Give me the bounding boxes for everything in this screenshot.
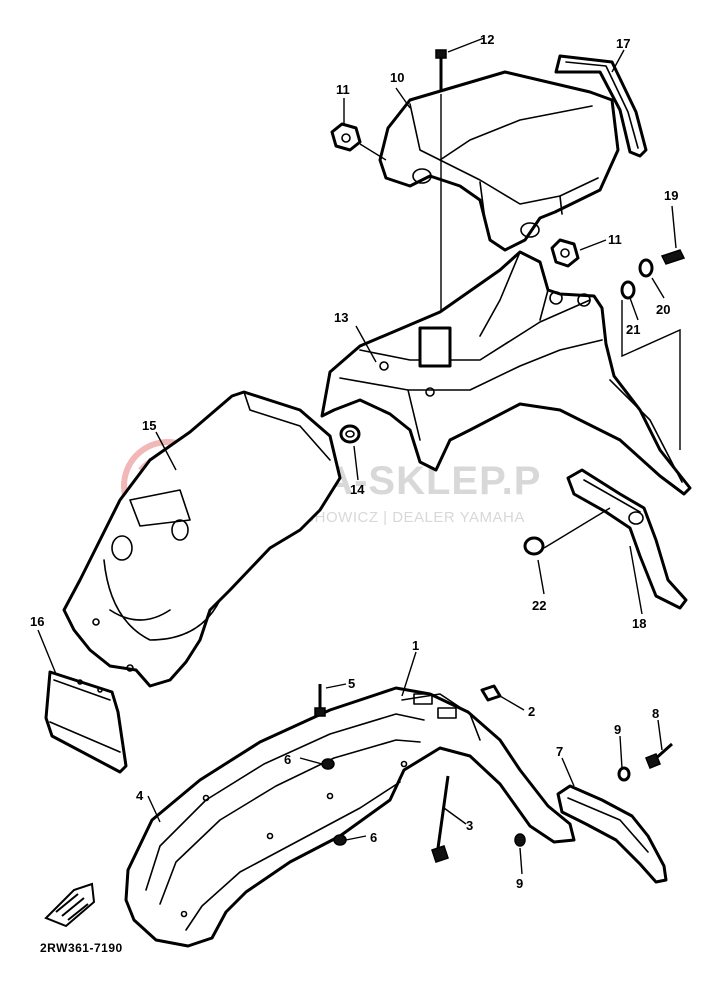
part-mud-flap xyxy=(44,670,128,774)
bolt-12 xyxy=(435,49,447,330)
callout-20: 20 xyxy=(656,302,670,317)
callout-15: 15 xyxy=(142,418,156,433)
part-rear-flap xyxy=(566,468,688,610)
washer-21 xyxy=(620,280,636,300)
callout-17: 17 xyxy=(616,36,630,51)
bolt-19 xyxy=(660,249,686,265)
callout-19: 19 xyxy=(664,188,678,203)
callout-22: 22 xyxy=(532,598,546,613)
part-front-fender xyxy=(124,686,576,948)
callout-9-upper: 9 xyxy=(614,722,621,737)
callout-18: 18 xyxy=(632,616,646,631)
part-fender-guard xyxy=(556,784,668,884)
bolt-3 xyxy=(431,775,450,863)
callout-6-upper: 6 xyxy=(284,752,291,767)
callout-8: 8 xyxy=(652,706,659,721)
callout-13: 13 xyxy=(334,310,348,325)
callout-16: 16 xyxy=(30,614,44,629)
callout-7: 7 xyxy=(556,744,563,759)
callout-labels: 12 17 10 11 11 19 20 21 13 14 15 16 18 2… xyxy=(30,32,678,891)
callout-5: 5 xyxy=(348,676,355,691)
leader-lines xyxy=(37,37,681,875)
part-inner-fender xyxy=(62,390,342,688)
collar-11-right xyxy=(550,238,580,268)
callout-11-right: 11 xyxy=(608,232,622,247)
washer-6-lower xyxy=(333,834,347,846)
washer-6-upper xyxy=(321,758,335,770)
callout-11-top: 11 xyxy=(336,82,350,97)
callout-21: 21 xyxy=(626,322,640,337)
washer-20 xyxy=(638,258,654,278)
nut-22 xyxy=(523,536,545,556)
washer-9-lower xyxy=(514,833,526,847)
part-rear-fender-bracket xyxy=(320,250,692,496)
part-seat-cowl xyxy=(378,70,620,252)
drawing-code: 2RW361-7190 xyxy=(40,941,123,955)
bolt-5 xyxy=(314,684,326,717)
bolt-8 xyxy=(645,742,673,769)
callout-2: 2 xyxy=(528,704,535,719)
callout-4: 4 xyxy=(136,788,144,803)
callout-12: 12 xyxy=(480,32,494,47)
part-seat-cowl-seal xyxy=(554,54,648,158)
callout-10: 10 xyxy=(390,70,404,85)
callout-14: 14 xyxy=(350,482,365,497)
washer-9-upper xyxy=(617,766,631,782)
bolt-2 xyxy=(480,684,502,702)
callout-3: 3 xyxy=(466,818,473,833)
collar-11-left xyxy=(330,122,387,161)
callout-1: 1 xyxy=(412,638,419,653)
nut-14 xyxy=(339,424,361,444)
front-direction-arrow xyxy=(44,882,96,928)
callout-6-lower: 6 xyxy=(370,830,377,845)
callout-9-lower: 9 xyxy=(516,876,523,891)
